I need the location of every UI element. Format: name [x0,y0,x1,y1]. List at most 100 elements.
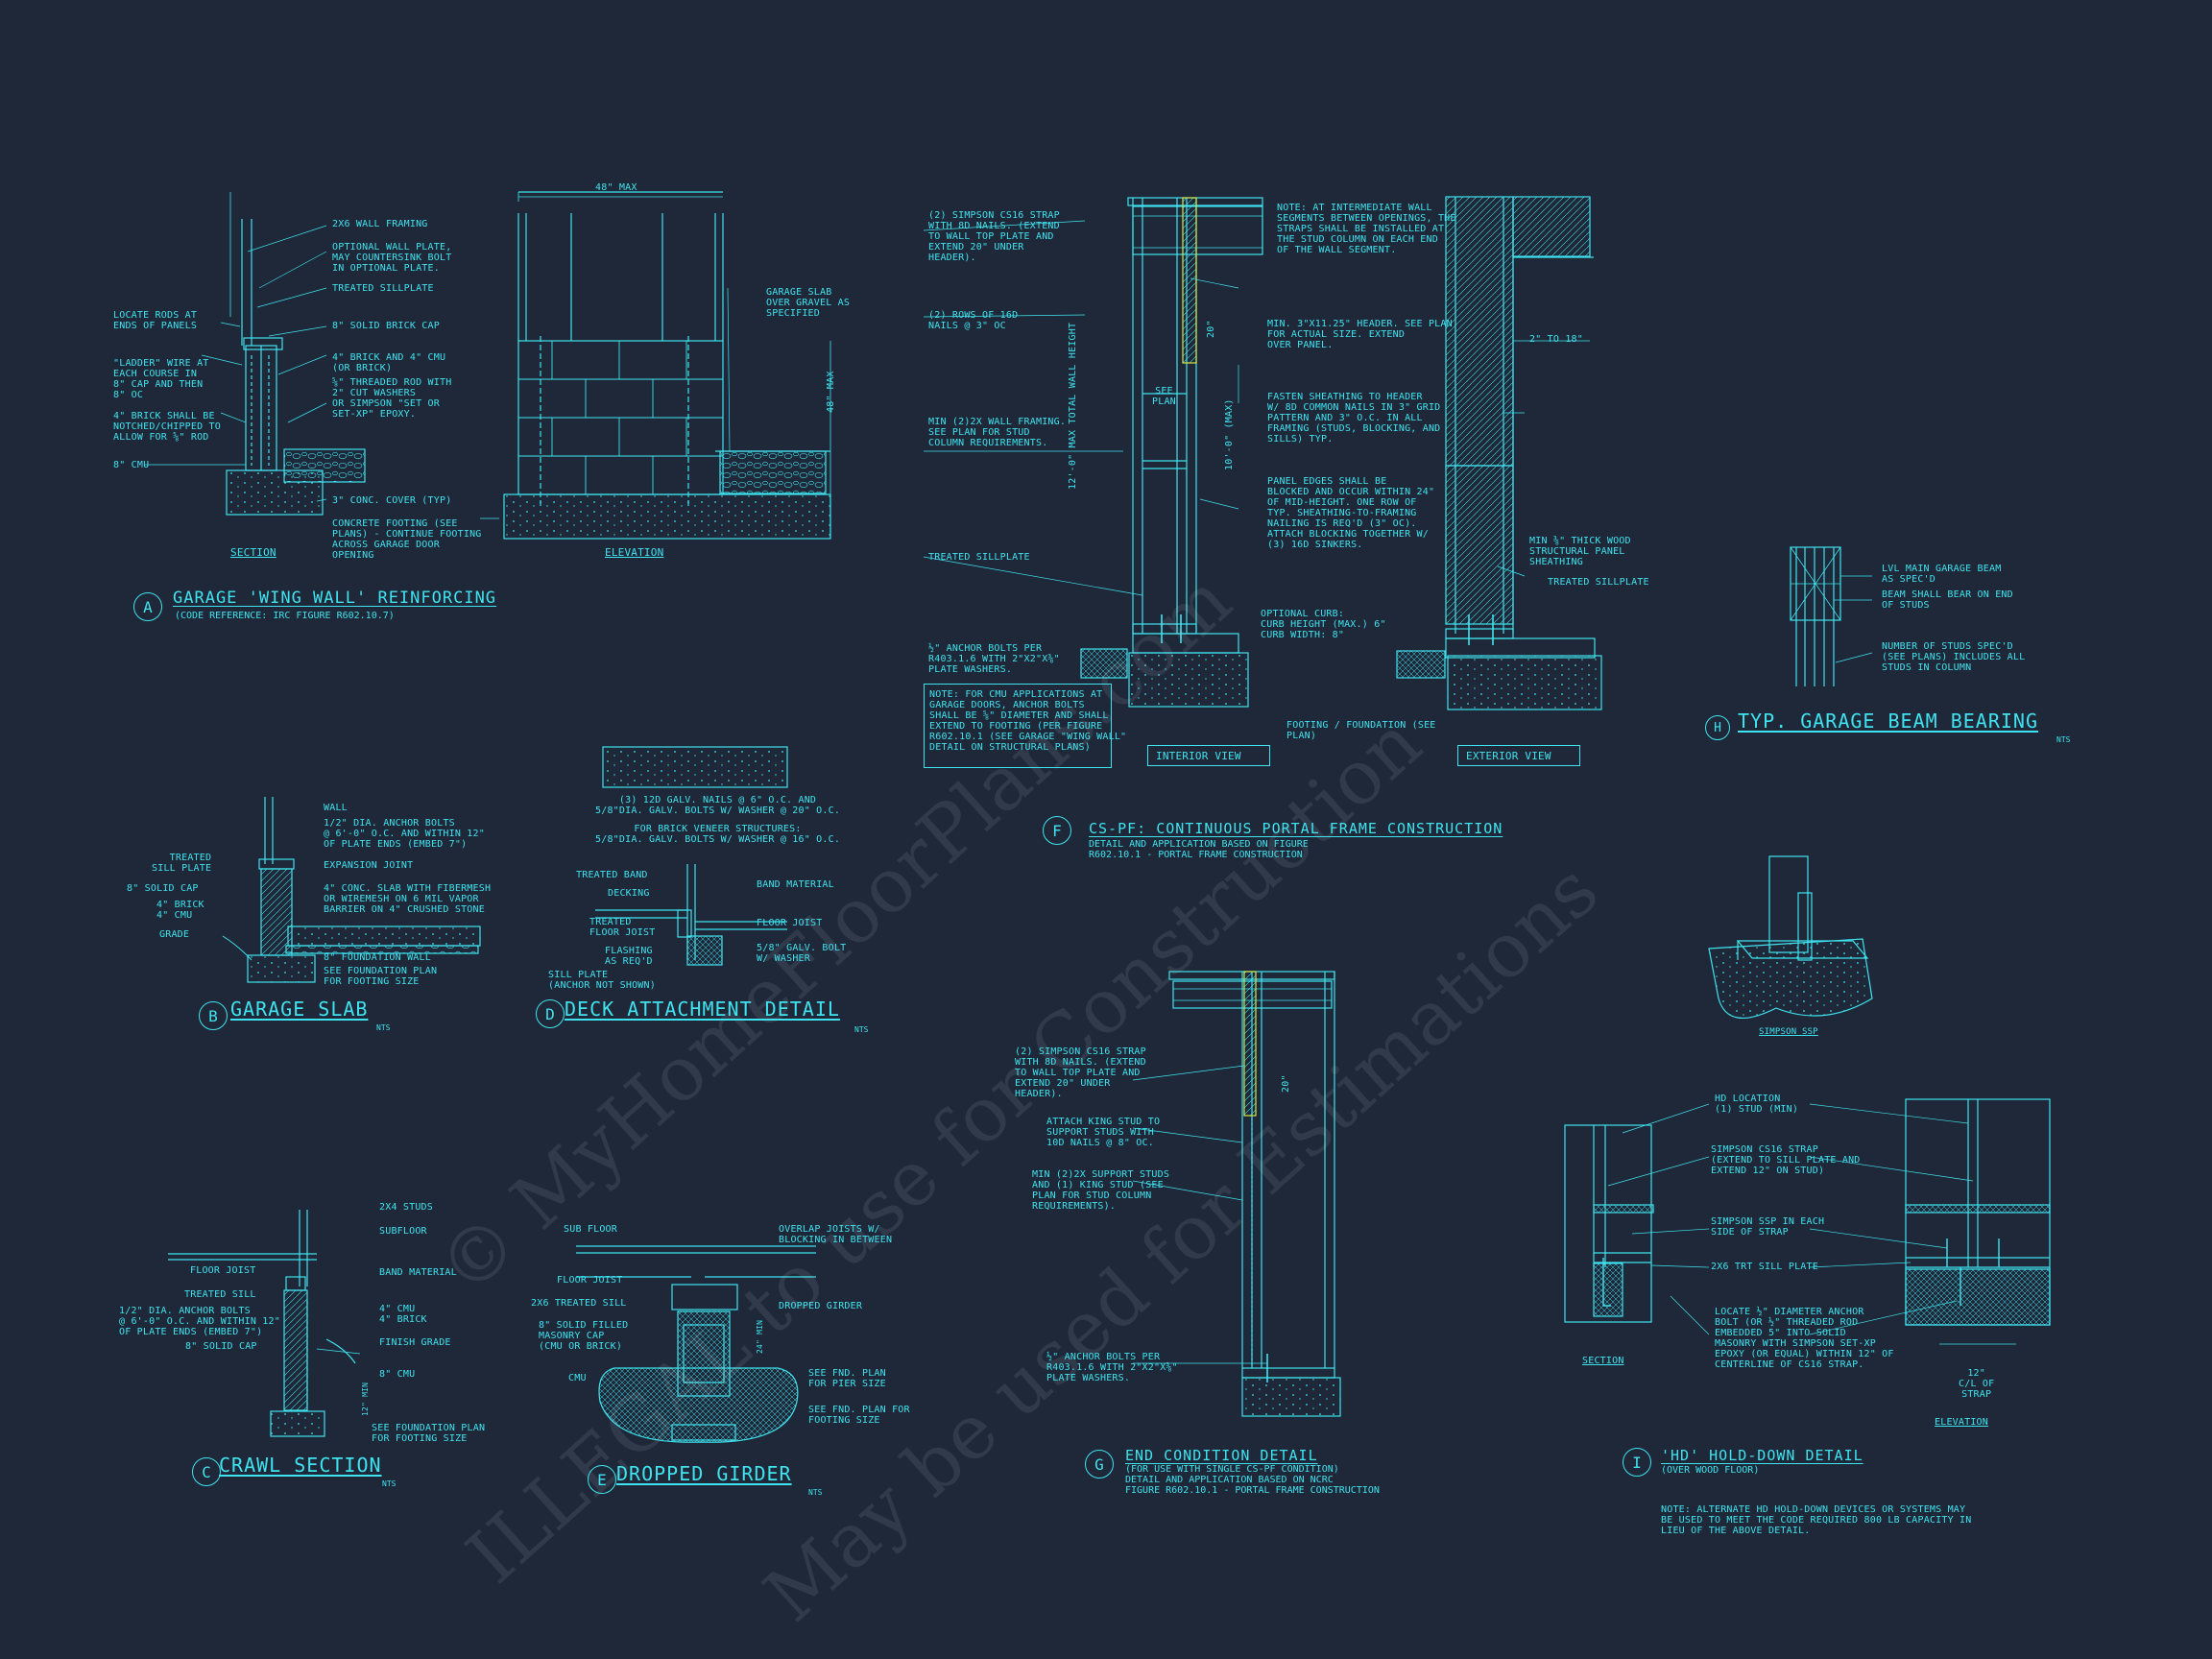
detail-h-nts: NTS [2056,735,2071,744]
detail-d-note-brick: FOR BRICK VENEER STRUCTURES: 5/8"dia. GA… [595,824,841,845]
detail-e-label-right-1: OVERLAP JOISTS W/ BLOCKING IN BETWEEN [779,1224,893,1245]
detail-c-dim: 12" MIN [361,1382,370,1416]
detail-a-label-right: GARAGE SLAB OVER GRAVEL AS SPECIFIED [766,287,851,319]
detail-i-subtitle: (OVER WOOD FLOOR) [1661,1465,1760,1476]
detail-d-label-right-2: FLOOR JOIST [757,918,823,928]
detail-b-label-left-3: 4" BRICK 4" CMU [156,900,204,921]
detail-g-label-1: (2) SIMPSON CS16 STRAP WITH 8d NAILS. (E… [1015,1046,1146,1099]
detail-d-label-right-3: 5/8" GALV. BOLT W/ WASHER [757,943,847,964]
detail-a-label-left-2: "LADDER" WIRE AT EACH COURSE IN 8" CAP A… [113,358,209,400]
detail-f-dim-wall: 12'-0" MAX TOTAL WALL HEIGHT [1068,322,1078,490]
detail-i-elevation-drawing [1905,1098,2051,1345]
detail-i-dim: 12" C/L OF STRAP [1959,1368,1995,1400]
detail-i-section-drawing [1564,1124,1654,1323]
detail-d-drawing [595,746,788,966]
detail-a-label-left-3: 4" BRICK SHALL BE NOTCHED/CHIPPED TO ALL… [113,411,221,443]
detail-i-label-5: LOCATE ½" DIAMETER ANCHOR BOLT (OR ½" TH… [1715,1307,1894,1370]
detail-a-label-center-8: CONCRETE FOOTING (SEE PLANS) - CONTINUE … [332,518,482,561]
detail-g-bubble: G [1085,1450,1114,1479]
detail-a-elevation-drawing [503,191,831,540]
detail-a-dim-top: 48" MAX [595,182,637,193]
detail-b-label-right-4: 4" CONC. SLAB WITH FIBERMESH OR WIREMESH… [324,883,492,915]
detail-e-label-left-2: FLOOR JOIST [557,1275,623,1286]
detail-f-exterior-view: EXTERIOR VIEW [1466,750,1551,762]
detail-d-bubble: D [536,999,565,1028]
detail-h-bubble: H [1705,715,1730,740]
detail-a-label-left-1: LOCATE RODS AT ENDS OF PANELS [113,310,198,331]
detail-c-title: CRAWL SECTION [219,1454,382,1477]
detail-f-bubble: F [1043,816,1071,845]
detail-b-label-right-5: 8" FOUNDATION WALL [324,952,431,963]
detail-f-subtitle: DETAIL AND APPLICATION BASED ON FIGURE R… [1089,839,1309,860]
detail-f-dim-20: 20" [1206,320,1216,338]
detail-a-label-center-1: 2x6 WALL FRAMING [332,219,428,229]
detail-f-label-left-4: TREATED SILLPLATE [928,552,1030,563]
detail-e-label-left-4: 8" SOLID FILLED MASONRY CAP (CMU OR BRIC… [539,1320,629,1352]
detail-a-label-center-6: ⅝" THREADED ROD WITH 2" CUT WASHERS OR S… [332,377,452,420]
detail-f-label-left-3: MIN (2)2X WALL FRAMING. SEE PLAN FOR STU… [928,417,1067,448]
detail-g-drawing [1168,971,1341,1417]
detail-f-note-box [924,684,1112,768]
detail-a-label-left-4: 8" CMU [113,460,150,470]
detail-f-label-left-1: (2) SIMPSON CS16 STRAP WITH 8d NAILS. (E… [928,210,1060,263]
detail-i-label-2: SIMPSON CS16 STRAP (EXTEND TO SILL PLATE… [1711,1144,1861,1176]
detail-a-subtitle: (CODE REFERENCE: IRC FIGURE R602.10.7) [175,611,395,621]
detail-a-label-center-3: TREATED SILLPLATE [332,283,434,294]
detail-c-label-right-1: 2x4 STUDS [379,1202,433,1213]
detail-e-label-left-5: CMU [568,1373,587,1383]
detail-d-label-right-1: BAND MATERIAL [757,879,834,890]
detail-d-label-left-5: SILL PLATE (ANCHOR NOT SHOWN) [548,970,656,991]
detail-f-label-mid-5: OPTIONAL CURB: CURB HEIGHT (MAX.) 6" CUR… [1261,609,1386,640]
detail-h-title: TYP. GARAGE BEAM BEARING [1738,709,2038,733]
detail-e-title: DROPPED GIRDER [616,1462,792,1485]
detail-e-dim: 24" MIN [756,1319,764,1354]
detail-c-label-right-5: FINISH GRADE [379,1337,451,1348]
detail-a-label-center-5: 4" BRICK AND 4" CMU (OR BRICK) [332,352,446,373]
detail-f-label-mid-2: MIN. 3"x11.25" HEADER. SEE PLAN FOR ACTU… [1267,319,1453,350]
detail-f-label-mid-4: PANEL EDGES SHALL BE BLOCKED AND OCCUR W… [1267,476,1435,550]
detail-c-label-right-2: SUBFLOOR [379,1226,427,1237]
detail-f-label-right-1: 2" TO 18" [1529,334,1583,345]
detail-e-label-right-3: SEE FND. PLAN FOR PIER SIZE [808,1368,886,1389]
detail-a-label-center-4: 8" SOLID BRICK CAP [332,321,440,331]
detail-e-drawing [576,1245,816,1443]
detail-i-label-3: SIMPSON SSP IN EACH SIDE OF STRAP [1711,1216,1825,1238]
detail-f-dim-10: 10'-0" (MAX) [1224,398,1235,470]
detail-e-label-left-3: 2x6 TREATED SILL [531,1298,627,1309]
detail-a-elevation-label: ELEVATION [605,546,664,559]
detail-h-label-3: NUMBER OF STUDS SPEC'D (SEE PLANS) INCLU… [1882,641,2026,673]
detail-a-label-center-7: 3" CONC. COVER (TYP) [332,495,452,506]
detail-c-label-left-2: TREATED SILL [184,1289,256,1300]
detail-f-exterior-view-box [1457,745,1580,766]
detail-b-drawing [222,797,481,983]
detail-c-bubble: C [192,1457,221,1486]
detail-d-label-left-3: TREATED FLOOR JOIST [589,917,656,938]
detail-c-drawing [168,1210,361,1437]
detail-a-section-label: SECTION [230,546,276,559]
detail-b-nts: NTS [376,1023,391,1032]
detail-c-label-right-4: 4" CMU 4" BRICK [379,1304,427,1325]
detail-i-bubble: I [1623,1448,1651,1477]
detail-f-exterior-drawing [1396,196,1602,710]
detail-h-drawing [1790,546,1841,686]
detail-f-note-box-text: NOTE: FOR CMU APPLICATIONS AT GARAGE DOO… [929,689,1127,753]
detail-c-label-right-7: SEE FOUNDATION PLAN FOR FOOTING SIZE [372,1423,486,1444]
detail-b-label-right-6: SEE FOUNDATION PLAN FOR FOOTING SIZE [324,966,438,987]
detail-i-elevation-label: ELEVATION [1935,1417,1988,1428]
detail-d-nts: NTS [854,1025,869,1034]
detail-f-label-mid-3: FASTEN SHEATHING TO HEADER W/ 8d COMMON … [1267,392,1441,445]
detail-f-interior-drawing [1080,197,1263,708]
detail-f-label-left-2: (2) ROWS OF 16d NAILS @ 3" OC [928,310,1019,331]
detail-b-label-left-2: 8" SOLID CAP [127,883,199,894]
detail-f-interior-view: INTERIOR VIEW [1156,750,1241,762]
detail-c-label-left-1: FLOOR JOIST [190,1265,256,1276]
detail-b-label-left-4: GRADE [159,929,190,940]
detail-b-label-left-1: TREATED SILL PLATE [152,853,212,874]
detail-d-label-left-4: FLASHING AS REQ'D [605,946,653,967]
detail-f-label-right-2: MIN ⅜" THICK WOOD STRUCTURAL PANEL SHEAT… [1529,536,1631,567]
detail-i-title: 'HD' HOLD-DOWN DETAIL [1661,1447,1863,1464]
detail-a-title: GARAGE 'WING WALL' REINFORCING [173,589,497,608]
detail-b-title: GARAGE SLAB [230,998,369,1021]
detail-i-note: NOTE: ALTERNATE HD HOLD-DOWN DEVICES OR … [1661,1504,1972,1536]
